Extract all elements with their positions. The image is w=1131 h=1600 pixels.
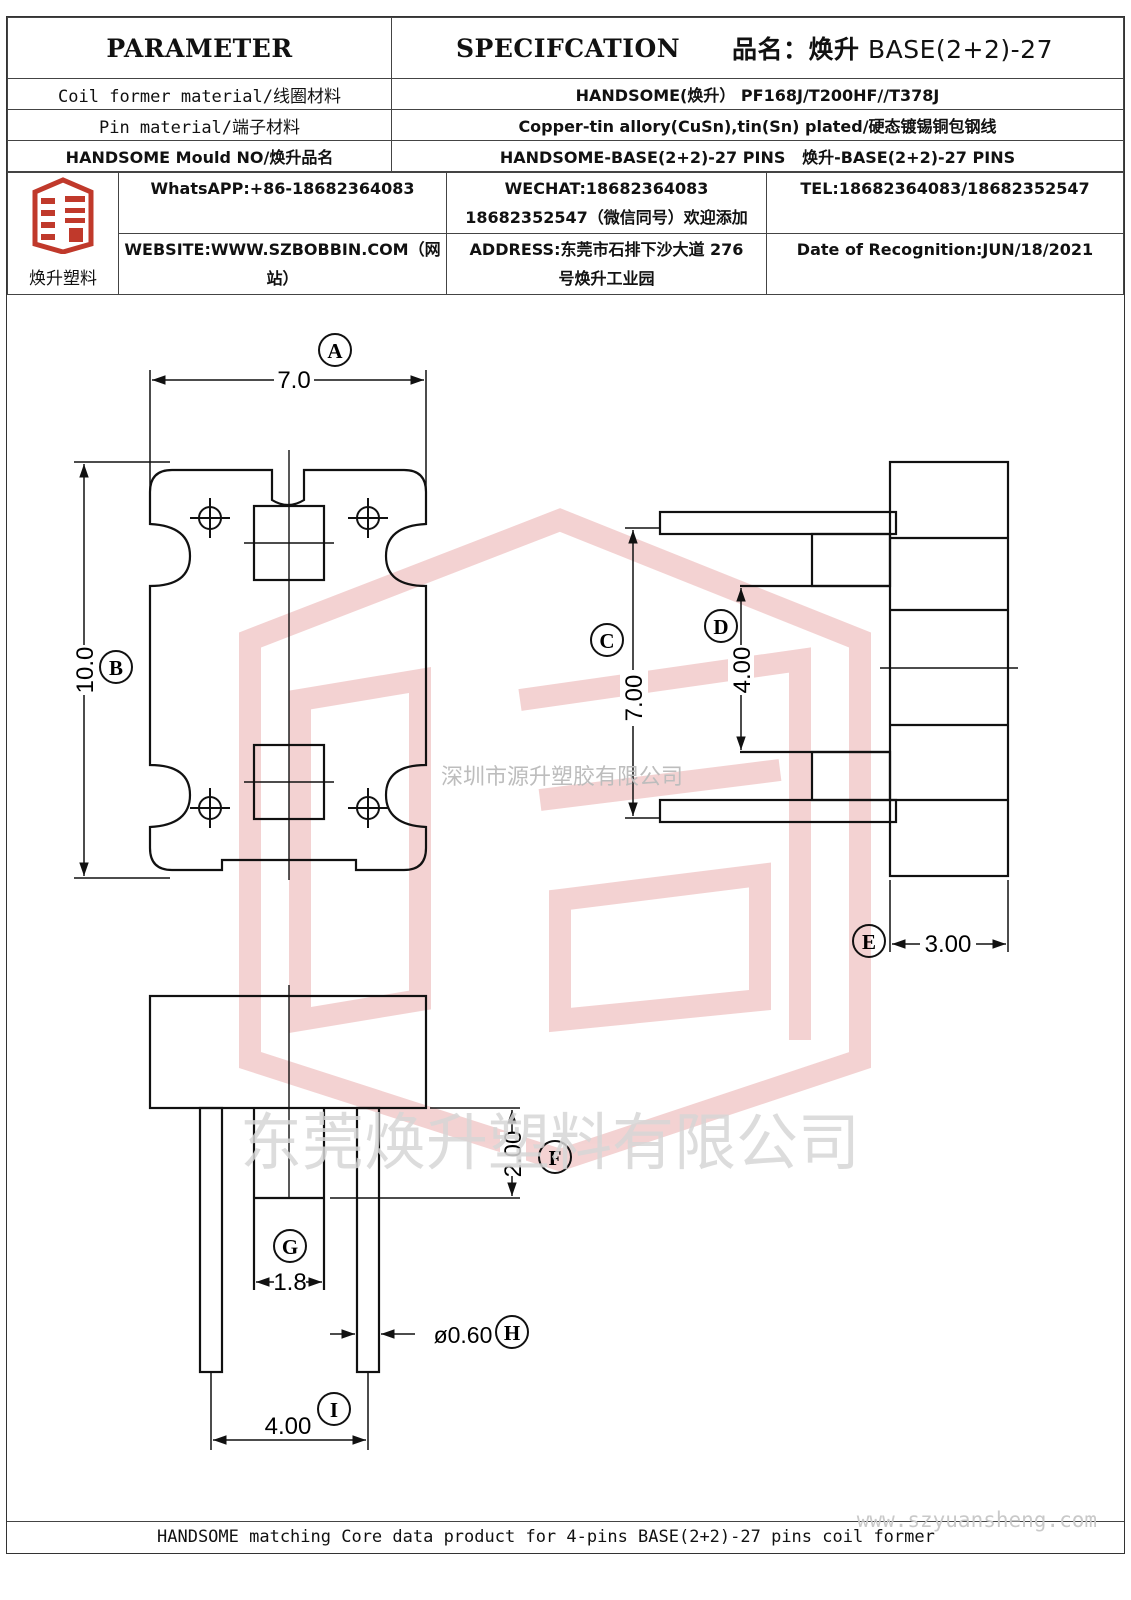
- dimension-d-value: 4.00: [729, 647, 756, 694]
- product-name: 品名：焕升 BASE(2+2)-27: [732, 30, 1053, 66]
- dimension-f-value: 2.00: [500, 1131, 527, 1178]
- label-h-circle: [495, 1315, 529, 1349]
- label-a-circle: [318, 333, 352, 367]
- label-e-circle: [852, 924, 886, 958]
- dimension-c-value: 7.00: [621, 675, 648, 722]
- date-cell: Date of Recognition:JUN/18/2021: [766, 233, 1124, 295]
- label-f: F: [549, 1146, 562, 1170]
- label-d-circle: [704, 609, 738, 643]
- spec-label: SPECIFCATION: [456, 33, 681, 63]
- footer-note: HANDSOME matching Core data product for …: [7, 1521, 1124, 1553]
- watermark-url: www.szyuansheng.com: [856, 1508, 1097, 1532]
- product-name-cn: 焕升: [808, 35, 860, 64]
- website-line-1: WEBSITE:WWW.SZBOBBIN.COM（网: [124, 240, 441, 259]
- dimension-h-value: ø0.60: [434, 1322, 493, 1348]
- whatsapp-cell: WhatsAPP:+86-18682364083: [118, 172, 447, 234]
- mould-no-value: HANDSOME-BASE(2+2)-27 PINS 焕升-BASE(2+2)-…: [391, 140, 1124, 172]
- side-pin-lower: [658, 798, 898, 824]
- spec-header-table: PARAMETER SPECIFCATION 品名：焕升 BASE(2+2)-2…: [7, 17, 1124, 172]
- dimension-b-value: 10.0: [72, 647, 99, 694]
- watermark-company-2: 东莞焕升塑料有限公司: [240, 1106, 860, 1179]
- label-b: B: [109, 656, 123, 680]
- company-logo-icon: [32, 176, 94, 255]
- side-view: [658, 460, 1018, 878]
- product-name-label: 品名：: [731, 35, 809, 64]
- top-view-outline: [148, 468, 428, 872]
- label-e: E: [862, 930, 876, 954]
- label-i-circle: [317, 1392, 351, 1426]
- label-f-circle: [538, 1140, 572, 1174]
- dimension-e-value: 3.00: [925, 931, 972, 958]
- label-c-circle: [590, 623, 624, 657]
- tel-cell: TEL:18682364083/18682352547: [766, 172, 1124, 234]
- top-view: [148, 468, 428, 872]
- dimension-i: [210, 1372, 369, 1450]
- front-body: [148, 994, 428, 1110]
- label-g-circle: [273, 1229, 307, 1263]
- pin-holes: [190, 498, 388, 828]
- mould-no-label: HANDSOME Mould NO/焕升品名: [7, 140, 392, 172]
- front-pin-left: [198, 1106, 224, 1374]
- label-g: G: [282, 1235, 298, 1259]
- side-pin-upper: [658, 510, 898, 536]
- dimension-i-value: 4.00: [265, 1413, 312, 1440]
- wechat-line-2: 18682352547（微信同号）欢迎添加: [465, 208, 748, 227]
- watermark-logo: [239, 508, 871, 1172]
- website-cell: WEBSITE:WWW.SZBOBBIN.COM（网 站）: [118, 233, 447, 295]
- dimension-a-value: 7.0: [277, 367, 310, 394]
- product-name-model: BASE(2+2)-27: [867, 35, 1053, 64]
- label-i: I: [330, 1398, 338, 1422]
- address-line-2: 号焕升工业园: [558, 269, 655, 288]
- top-view-centerlines: [244, 450, 334, 880]
- logo-name: 焕升塑料: [29, 268, 97, 289]
- tel-text: TEL:18682364083/18682352547: [800, 179, 1090, 198]
- dimension-g-value: 1.8: [273, 1269, 306, 1296]
- coil-material-value: HANDSOME(焕升） PF168J/T200HF//T378J: [391, 78, 1124, 110]
- parameter-label: PARAMETER: [106, 33, 293, 63]
- pin-material-value: Copper-tin allory(CuSn),tin(Sn) plated/硬…: [391, 109, 1124, 141]
- address-line-1: ADDRESS:东莞市石排下沙大道 276: [469, 240, 744, 259]
- spec-sheet: PARAMETER SPECIFCATION 品名：焕升 BASE(2+2)-2…: [6, 16, 1125, 1554]
- label-a: A: [327, 339, 343, 363]
- date-text: Date of Recognition:JUN/18/2021: [796, 240, 1094, 259]
- label-d: D: [713, 615, 728, 639]
- label-c: C: [599, 629, 614, 653]
- label-b-circle: [99, 650, 133, 684]
- front-view: [148, 994, 428, 1374]
- footer-text: HANDSOME matching Core data product for …: [157, 1527, 935, 1547]
- address-cell: ADDRESS:东莞市石排下沙大道 276 号焕升工业园: [446, 233, 767, 295]
- contact-table: 焕升塑料 WhatsAPP:+86-18682364083 WECHAT:186…: [7, 172, 1124, 295]
- company-logo: 焕升塑料: [7, 172, 119, 295]
- wechat-line-1: WECHAT:18682364083: [504, 179, 709, 198]
- specification-heading: SPECIFCATION 品名：焕升 BASE(2+2)-27: [391, 17, 1124, 79]
- label-h: H: [504, 1321, 520, 1345]
- parameter-heading: PARAMETER: [7, 17, 392, 79]
- watermark-company-1: 深圳市源升塑胶有限公司: [441, 765, 683, 790]
- whatsapp-text: WhatsAPP:+86-18682364083: [150, 179, 415, 198]
- coil-material-label: Coil former material/线圈材料: [7, 78, 392, 110]
- side-flange: [888, 460, 1010, 878]
- website-line-2: 站）: [266, 269, 299, 288]
